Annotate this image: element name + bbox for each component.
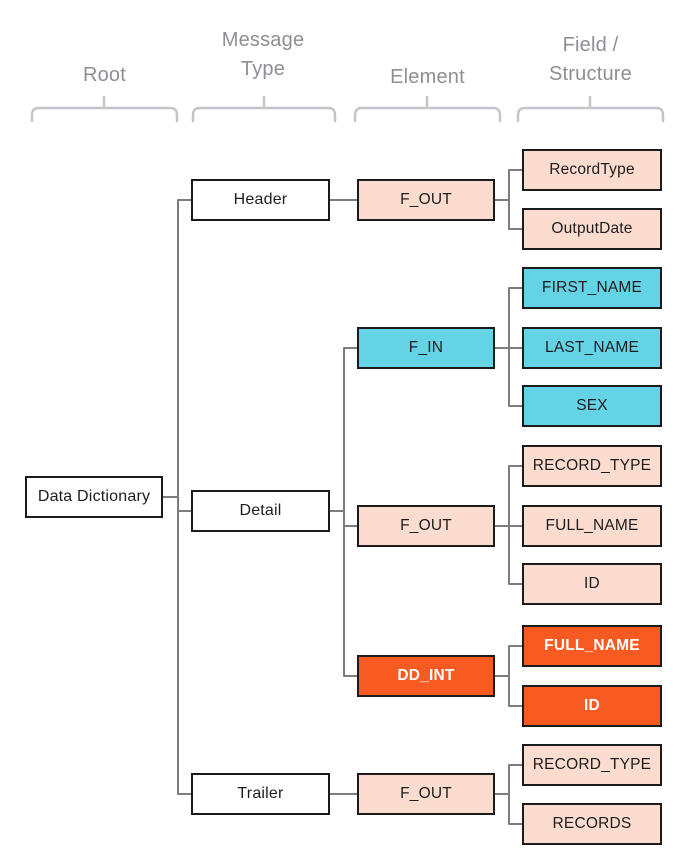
field-first-name: FIRST_NAME [522,267,662,309]
field-sex: SEX [522,385,662,427]
column-bracket-message-type [191,95,337,123]
node-dd-int: DD_INT [357,655,495,697]
field-recordtype: RecordType [522,149,662,191]
node-data-dictionary: Data Dictionary [25,476,163,518]
connector-detail-elements [329,347,358,677]
node-detail: Detail [191,490,330,532]
connector-detail-fout-fields [494,465,523,585]
node-header-f-out: F_OUT [357,179,495,221]
column-bracket-root [30,95,179,123]
field-id-internal: ID [522,685,662,727]
connector-fin-fields [494,287,523,407]
column-header-message-type: Message Type [191,26,335,84]
column-header-field-structure: Field / Structure [518,31,663,89]
column-header-message-type-line2: Type [240,58,286,80]
column-header-root-label: Root [82,64,127,86]
field-outputdate: OutputDate [522,208,662,250]
connector-trailer-fout-fields [494,764,523,825]
field-full-name: FULL_NAME [522,505,662,547]
column-header-element: Element [355,63,500,92]
column-header-message-type-line1: Message [221,29,305,51]
connector-header-fout-fields [494,169,523,230]
connector-ddint-fields [494,645,523,707]
column-header-element-label: Element [390,66,465,88]
column-header-root: Root [32,61,177,90]
field-full-name-internal: FULL_NAME [522,625,662,667]
node-trailer-f-out: F_OUT [357,773,495,815]
column-header-field-structure-line2: Structure [549,63,632,85]
node-trailer: Trailer [191,773,330,815]
node-header: Header [191,179,330,221]
column-bracket-element [353,95,502,123]
field-last-name: LAST_NAME [522,327,662,369]
field-record-type: RECORD_TYPE [522,445,662,487]
column-header-field-structure-line1: Field / [562,34,619,56]
connector-root-trunk [162,199,192,795]
node-f-in: F_IN [357,327,495,369]
field-records: RECORDS [522,803,662,845]
node-detail-f-out: F_OUT [357,505,495,547]
column-bracket-field-structure [516,95,665,123]
field-trailer-record-type: RECORD_TYPE [522,744,662,786]
field-id: ID [522,563,662,605]
